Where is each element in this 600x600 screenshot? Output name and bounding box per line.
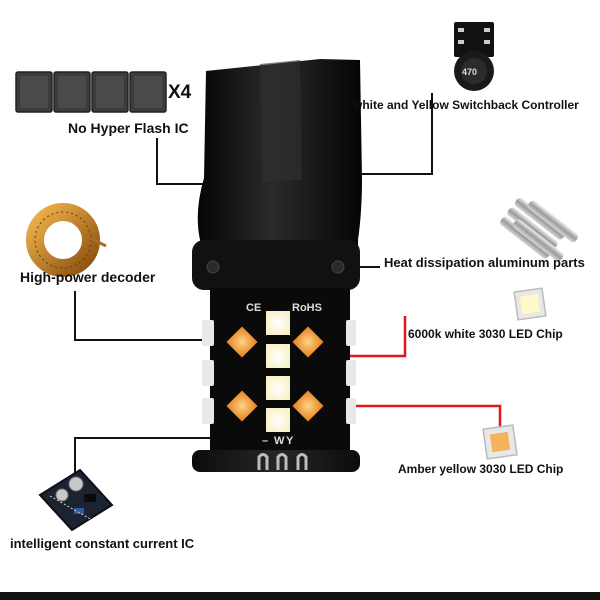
current-ic-board-icon [38,468,114,532]
white-led-chip [266,408,290,432]
pin-label-minus: – [262,435,269,447]
amber-led-chip [226,326,258,358]
leader-decoder [74,291,212,341]
ic-chips-group [15,71,167,113]
label-constant-current-ic: intelligent constant current IC [10,536,195,551]
white-led-chip [266,376,290,400]
amber-led-chip [226,390,258,422]
rohs-mark: RoHS [292,302,322,314]
white-led-chip [266,344,290,368]
label-high-power-decoder: High-power decoder [20,269,156,285]
bottom-border [0,592,600,600]
label-heat-dissipation: Heat dissipation aluminum parts [384,255,585,270]
label-amber-chip: Amber yellow 3030 LED Chip [398,462,564,476]
ce-mark: CE [246,302,262,314]
label-switchback-controller: white and Yellow Switchback Controller [353,98,579,112]
heat-sink-ring [192,240,360,290]
aluminum-rods-icon [500,197,579,262]
bulb-pins [257,453,308,470]
pin-label-y: Y [286,435,294,447]
leader-lines [74,93,433,475]
leader-no-hyper-flash [156,138,212,185]
decoder-coil-icon [26,203,107,277]
controller-chip-icon [454,22,494,91]
bulb-base [192,450,360,472]
white-chip-sample-icon [513,287,547,321]
amber-led-chip [292,390,324,422]
led-bulb [192,59,362,472]
leader-current-ic [74,437,233,475]
pin-label-w: W [274,435,285,447]
leader-switchback [360,93,433,175]
label-white-chip: 6000k white 3030 LED Chip [408,327,563,341]
controller-chip-text: 470 [462,67,478,77]
amber-led-chip [292,326,324,358]
quantity-x4: X4 [168,82,192,103]
label-no-hyper-flash: No Hyper Flash IC [68,120,189,136]
amber-chip-sample-icon [482,424,518,460]
front-led-chips [226,311,324,432]
white-led-chip [266,311,290,335]
